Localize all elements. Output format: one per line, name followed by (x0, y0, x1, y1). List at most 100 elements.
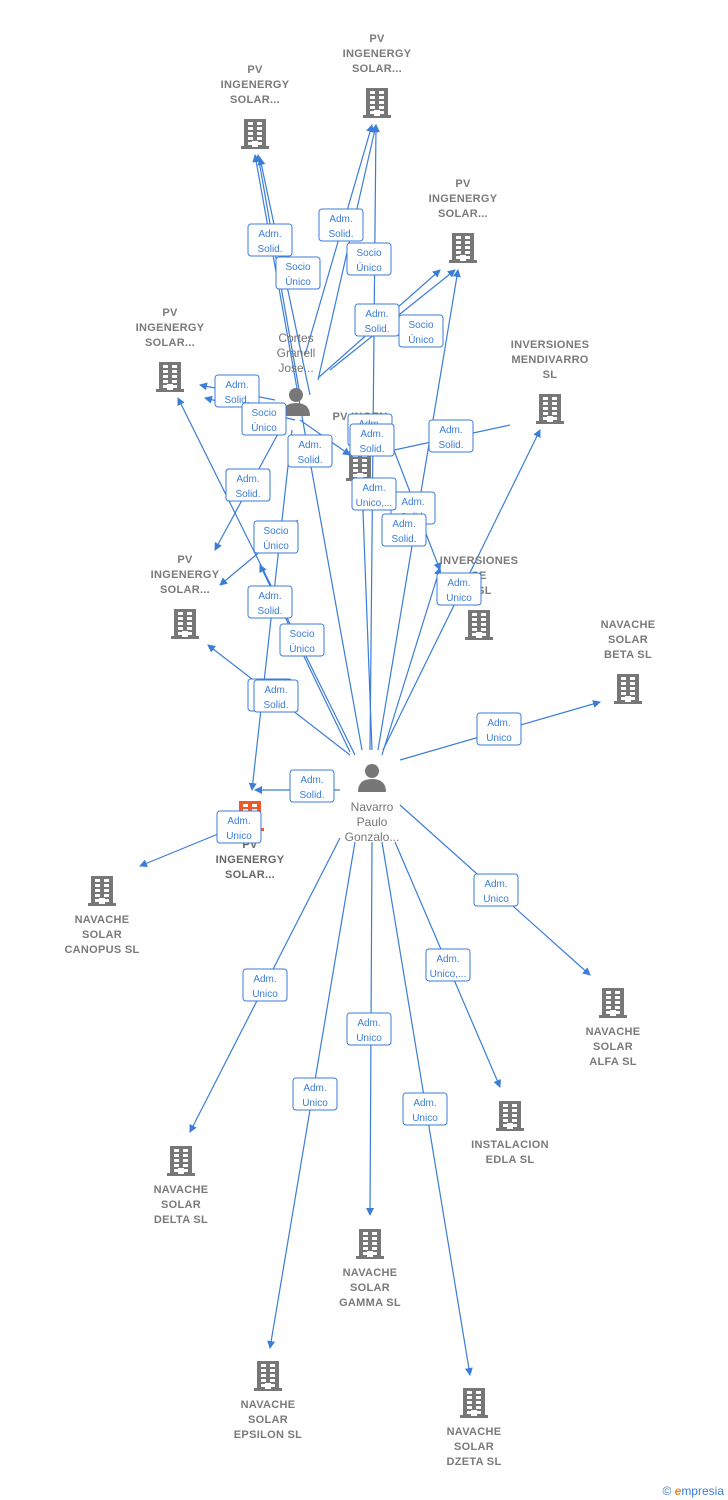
edge-label-navarro-pv5[interactable]: Adm.Solid. (253, 679, 299, 713)
node-label: PV (247, 64, 263, 76)
edge-label-navarro-alfa[interactable]: Adm.Unico (473, 873, 519, 907)
building-icon (599, 988, 627, 1018)
building-icon (449, 233, 477, 263)
edge-label-navarro-gamma[interactable]: Adm.Unico (346, 1012, 392, 1046)
edge-label-box (428, 419, 474, 453)
edge-label-navarro-pv4[interactable]: Adm. Solid. (225, 468, 271, 502)
edge-label-navarro-canopus[interactable]: Adm. Unico (216, 810, 262, 844)
edge-label-box (241, 402, 287, 436)
edge-label-cortes-pvingen[interactable]: Adm.Solid. (287, 434, 333, 468)
node-label: NAVACHE (154, 1184, 209, 1196)
edge-label-navarro-delta[interactable]: Adm.Unico (242, 968, 288, 1002)
edge-label-navarro-epsilon[interactable]: Adm.Unico (292, 1077, 338, 1111)
edge-label-box (279, 623, 325, 657)
edge-label-box (398, 314, 444, 348)
edge-label-text: Adm. (236, 474, 259, 485)
edge-label-navarro-main[interactable]: Adm.Solid. (289, 769, 335, 803)
node-label: SL (543, 369, 558, 381)
edge-label-text: Adm. (303, 1083, 326, 1094)
edge-label-cortes-pv3[interactable]: Adm.Solid. (354, 303, 400, 337)
person-icon (358, 764, 386, 792)
node-label: SOLAR (82, 929, 122, 941)
edge-label-navarro-dzeta[interactable]: Adm.Unico (402, 1092, 448, 1126)
node-label: DZETA SL (447, 1456, 502, 1468)
edge-label-box (275, 256, 321, 290)
edge-label-text: Socio (356, 248, 381, 259)
node-pv4[interactable]: PVINGENERGYSOLAR... (136, 307, 205, 392)
edge-navarro-invse (381, 567, 442, 756)
edge-label-box (473, 873, 519, 907)
edge-label-text: Solid. (438, 440, 463, 451)
edge-label-text: Solid. (391, 534, 416, 545)
node-navarro[interactable]: NavarroPauloGonzalo... (345, 764, 400, 844)
edge-label-text: Unico (226, 831, 252, 842)
building-icon (465, 610, 493, 640)
building-icon (167, 1146, 195, 1176)
node-label: PV (177, 554, 193, 566)
edge-label-box (476, 712, 522, 746)
edge-label-navarro-invse[interactable]: Adm.Solid. (381, 513, 427, 547)
edge-label-text: Adm. (227, 816, 250, 827)
edge-label-navarro-pv3[interactable]: Adm.Solid. (349, 423, 395, 457)
node-pv3[interactable]: PVINGENERGYSOLAR... (429, 178, 498, 263)
node-pv5[interactable]: PVINGENERGYSOLAR... (151, 554, 220, 639)
node-pv2[interactable]: PVINGENERGYSOLAR... (343, 33, 412, 118)
edge-label-navarro-pvingen[interactable]: Adm.Unico,... (351, 477, 397, 511)
edge-label-text: Unico,... (430, 969, 467, 980)
person-icon (282, 388, 310, 416)
edge-label-navarro-edla[interactable]: Adm.Unico,... (425, 948, 471, 982)
edge-label-text: Adm. (258, 591, 281, 602)
node-label: SOLAR... (352, 63, 402, 75)
node-label: SOLAR (593, 1041, 633, 1053)
node-cortes[interactable]: CortesGranellJose... (277, 331, 316, 416)
building-icon (614, 674, 642, 704)
building-icon (171, 609, 199, 639)
edge-label-text: Solid. (235, 489, 260, 500)
node-label: INGENERGY (343, 48, 412, 60)
edge-label-navarro-beta[interactable]: Adm.Unico (476, 712, 522, 746)
edge-label-box (225, 468, 271, 502)
edge-label-mendivarro-pvingen[interactable]: Adm.Solid. (428, 419, 474, 453)
node-label: ALFA SL (589, 1056, 637, 1068)
edge-label-text: Socio (408, 320, 433, 331)
edge-label-cortes-pv2[interactable]: Adm.Solid. (318, 208, 364, 242)
node-pv1[interactable]: PVINGENERGYSOLAR... (221, 64, 290, 149)
edge-label-cortes-main[interactable]: Adm. Solid. (247, 585, 293, 619)
node-label: BETA SL (604, 649, 652, 661)
node-label: SOLAR (608, 634, 648, 646)
edge-label-cortes-pv1[interactable]: Adm.Solid. (247, 223, 293, 257)
edge-label-text: Unico (486, 733, 512, 744)
footer-brand[interactable]: © empresia (662, 1484, 724, 1498)
building-icon (536, 394, 564, 424)
node-label: Gonzalo... (345, 830, 400, 844)
node-label: SOLAR... (225, 869, 275, 881)
node-label: SOLAR... (230, 94, 280, 106)
edge-label-navarro-mendivarro[interactable]: Adm.Unico (436, 572, 482, 606)
edge-label-box (351, 477, 397, 511)
edge-label-box (346, 242, 392, 276)
edge-label-text: Solid. (257, 606, 282, 617)
edge-label-text: Solid. (224, 395, 249, 406)
edge-label-text: Único (263, 539, 289, 552)
node-label: Granell (277, 346, 316, 360)
edge-label-text: Único (285, 275, 311, 288)
edge-label-text: Adm. (298, 440, 321, 451)
edge-label-text: Unico,... (356, 498, 393, 509)
edge-label-cortes-pv4[interactable]: Adm.Solid. (214, 374, 260, 408)
node-label: INVERSIONES (511, 339, 590, 351)
